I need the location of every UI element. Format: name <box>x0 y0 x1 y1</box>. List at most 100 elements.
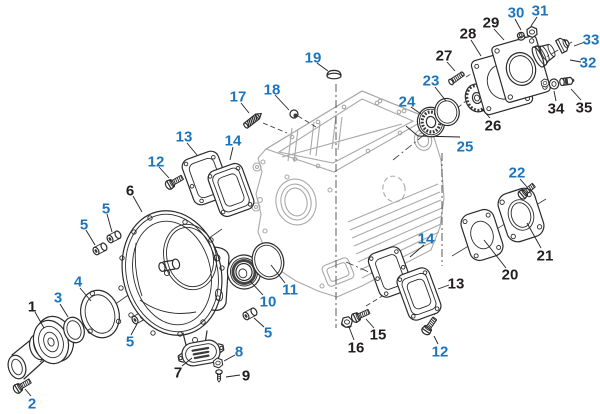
callout-leader-27 <box>446 61 456 72</box>
callout-leader-1 <box>34 311 45 329</box>
callout-leader-9 <box>225 374 241 378</box>
callout-leader-23 <box>434 86 447 102</box>
callout-15: 15 <box>370 326 387 343</box>
case-silhouette <box>255 90 445 298</box>
callout-leader-13 <box>437 284 450 290</box>
callout-leader-21 <box>526 222 542 249</box>
bolt-2 <box>11 376 34 396</box>
callout-leader-22 <box>519 178 528 188</box>
bushing-5b <box>105 229 123 245</box>
callout-9: 9 <box>242 367 250 384</box>
callout-35: 35 <box>576 99 593 116</box>
case-top-rim-inner <box>277 98 415 164</box>
callout-28: 28 <box>460 25 477 42</box>
nut-16 <box>340 316 353 328</box>
case-interior-wall <box>281 123 403 158</box>
case-ribs <box>287 115 343 163</box>
seal-ring-3 <box>63 316 85 344</box>
callout-leader-16 <box>348 326 355 341</box>
ball-18 <box>289 109 299 119</box>
cover-21 <box>497 187 545 243</box>
callout-leader-11 <box>270 264 286 284</box>
case-side-boss <box>321 257 355 287</box>
callout-leader-4 <box>79 287 92 302</box>
callout-13: 13 <box>176 128 193 145</box>
callout-30: 30 <box>508 4 525 21</box>
callout-7: 7 <box>174 364 182 381</box>
bearing-cup-23 <box>434 97 460 127</box>
bell-housing-lug-right <box>211 246 230 311</box>
parts <box>7 25 575 396</box>
callout-12: 12 <box>148 153 165 170</box>
bell-housing-holes <box>118 215 225 337</box>
plug-35 <box>559 76 575 87</box>
callout-32: 32 <box>580 54 597 71</box>
callout-leader-5 <box>106 213 113 233</box>
callout-26: 26 <box>485 117 502 134</box>
callout-1: 1 <box>28 298 36 315</box>
callout-leader-32 <box>569 59 582 63</box>
callout-14: 14 <box>418 230 435 247</box>
callout-13: 13 <box>448 275 465 292</box>
nut-30 <box>516 31 526 41</box>
callout-12: 12 <box>432 343 449 360</box>
callout-leader-17 <box>240 102 250 114</box>
callout-leader-2 <box>24 388 32 397</box>
callout-leader-20 <box>483 239 507 269</box>
callout-leader-13 <box>186 142 198 156</box>
screw-9 <box>215 369 223 383</box>
callout-24: 24 <box>399 93 416 110</box>
cover-14a <box>207 162 255 218</box>
nut-33 <box>555 37 570 54</box>
stud-27 <box>448 71 465 86</box>
callout-leader-30 <box>514 18 522 31</box>
callout-22: 22 <box>509 164 526 181</box>
callout-5: 5 <box>80 216 88 233</box>
callout-27: 27 <box>436 47 453 64</box>
callout-leader-31 <box>530 16 538 27</box>
callout-23: 23 <box>423 72 440 89</box>
callout-17: 17 <box>230 88 247 105</box>
callout-4: 4 <box>74 273 83 290</box>
snap-ring-11 <box>251 242 285 280</box>
callout-leader-18 <box>274 94 290 111</box>
callout-leader-14 <box>409 244 425 258</box>
callout-19: 19 <box>305 49 322 66</box>
callout-18: 18 <box>264 81 281 98</box>
callout-leader-12 <box>433 335 439 345</box>
bracket-25 <box>405 125 461 138</box>
washer-34 <box>548 78 560 90</box>
gasket-20 <box>460 208 504 262</box>
callout-31: 31 <box>532 2 549 19</box>
callout-5: 5 <box>126 333 134 350</box>
callout-leader-24 <box>410 106 422 115</box>
bell-housing-hub <box>158 258 181 277</box>
callout-leader-6 <box>132 195 143 213</box>
leader-lines <box>24 16 586 397</box>
callout-33: 33 <box>583 31 600 48</box>
callout-leader-8 <box>223 354 236 362</box>
callout-3: 3 <box>54 289 62 306</box>
callout-29: 29 <box>483 14 500 31</box>
callout-14: 14 <box>225 132 242 149</box>
callout-leader-5 <box>85 229 96 246</box>
callout-leader-35 <box>570 88 582 101</box>
cover-13b <box>396 267 442 321</box>
callout-leader-7 <box>181 357 193 367</box>
callout-leader-10 <box>249 280 264 296</box>
callout-leader-12 <box>158 166 170 179</box>
callout-leader-28 <box>470 39 482 57</box>
sleeve-32 <box>531 43 556 68</box>
nut-31 <box>526 25 538 39</box>
callout-10: 10 <box>260 293 277 310</box>
callout-leader-5 <box>253 317 265 328</box>
callout-21: 21 <box>537 247 554 264</box>
callout-25: 25 <box>457 138 474 155</box>
callout-16: 16 <box>348 339 365 356</box>
callout-leader-33 <box>573 41 586 47</box>
case-front-bore-upper <box>275 178 317 226</box>
bell-housing <box>118 210 230 348</box>
callout-11: 11 <box>282 281 298 298</box>
callout-leader-3 <box>59 303 69 318</box>
